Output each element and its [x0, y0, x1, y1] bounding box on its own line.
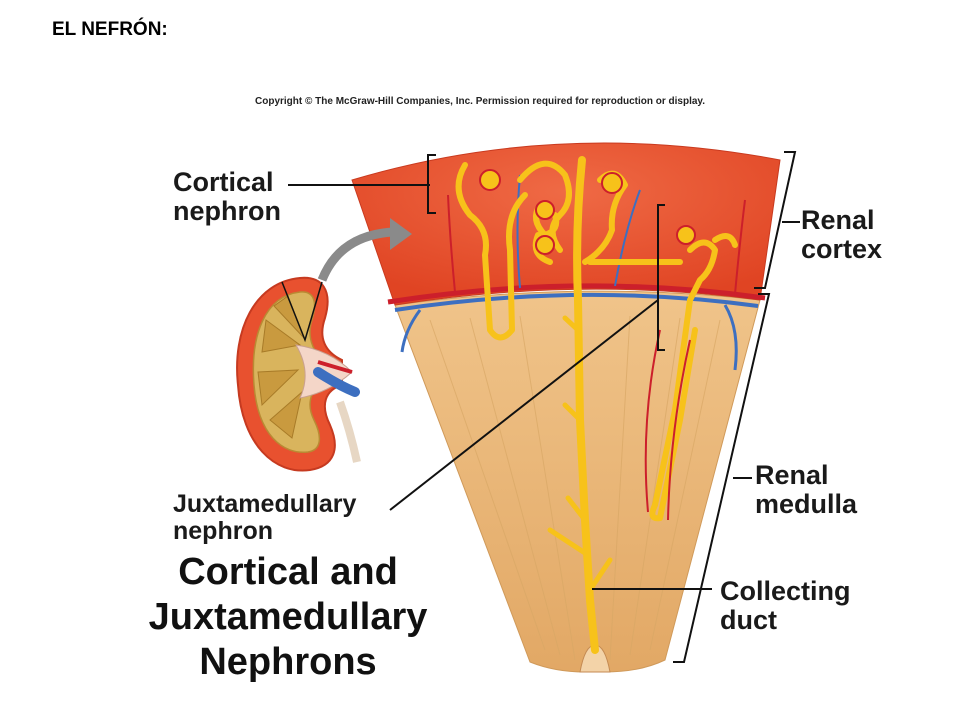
glomeruli	[479, 169, 696, 255]
label-renal-medulla: Renal medulla	[755, 460, 858, 519]
enlargement-arrow	[317, 227, 394, 282]
bracket-renal-medulla	[673, 293, 771, 663]
vessel-branch-left	[400, 309, 422, 353]
figure-caption: Cortical and Juxtamedullary Nephrons	[148, 551, 428, 683]
juxtamedullary-nephron-tubules	[587, 233, 738, 522]
label-collecting-duct: Collecting duct	[720, 576, 851, 635]
kidney-wedge-outline	[281, 281, 323, 343]
kidney-section	[236, 276, 361, 472]
slide-title: EL NEFRÓN:	[52, 19, 168, 40]
vessel-branch-right	[723, 304, 738, 371]
bracket-renal-cortex	[754, 151, 797, 289]
interlobular-vessels	[447, 174, 746, 295]
vasa-recta	[644, 329, 691, 521]
renal-cortex-region	[351, 142, 781, 306]
renal-medulla-region	[394, 290, 761, 673]
label-renal-cortex: Renal cortex	[801, 205, 883, 264]
renal-artery-small	[317, 360, 353, 374]
ureter-small	[336, 400, 361, 463]
copyright-notice: Copyright © The McGraw-Hill Companies, I…	[255, 96, 706, 107]
bracket-cortical	[427, 154, 436, 214]
renal-vein-small	[313, 367, 360, 397]
medulla-striations	[429, 315, 721, 661]
label-cortical-nephron: Cortical nephron	[173, 167, 281, 226]
label-juxtamedullary-nephron: Juxtamedullary nephron	[173, 490, 357, 545]
pointer-line-juxtamedullary	[389, 299, 659, 511]
enlargement-arrowhead	[390, 218, 412, 250]
bracket-juxtamedullary	[657, 204, 665, 351]
collecting-duct-branch	[547, 315, 613, 593]
